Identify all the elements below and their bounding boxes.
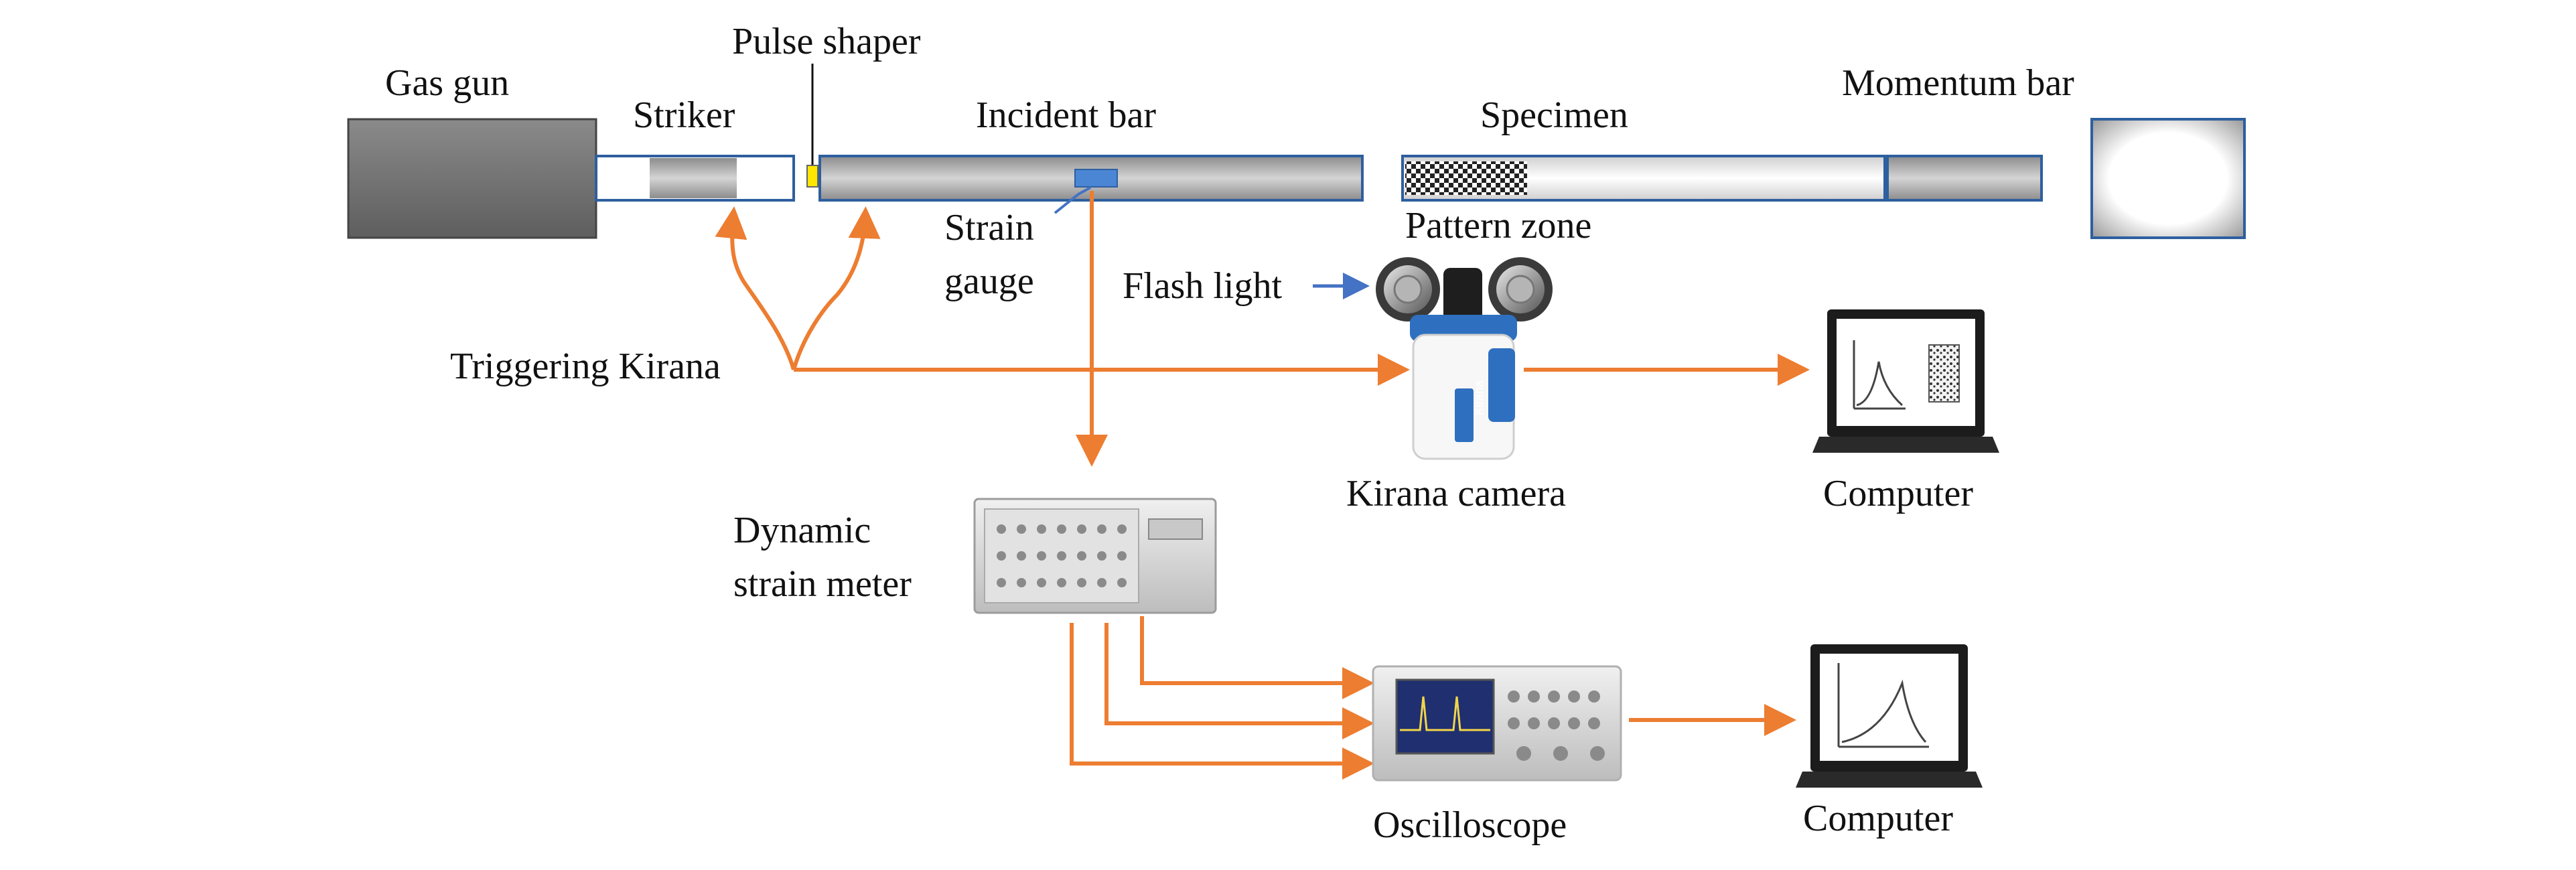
high-speed-camera-icon: Kirana [1410, 268, 1517, 460]
laptop-computer-icon [1812, 309, 1999, 453]
gas-gun-body [347, 118, 597, 239]
strain-meter-device-icon [973, 498, 1217, 614]
oscilloscope-label: Oscilloscope [1373, 804, 1567, 846]
oscilloscope-device-icon [1372, 665, 1622, 782]
momentum-trap-box [2090, 118, 2246, 239]
computer-bottom-label: Computer [1803, 798, 1953, 839]
meter-to-scope-arrow-1 [1140, 616, 1374, 699]
svg-text:Kirana: Kirana [1472, 380, 1486, 415]
flash-lamp-icon [1376, 257, 1440, 321]
trigger-to-incident-arrow [792, 206, 881, 370]
striker-label: Striker [633, 94, 735, 136]
pattern-zone-label: Pattern zone [1405, 205, 1591, 246]
flash-lamp-icon [1488, 257, 1553, 321]
kirana-camera-label: Kirana camera [1346, 473, 1566, 514]
pulse-shaper-block [806, 165, 818, 188]
trigger-to-striker-arrow [715, 206, 796, 370]
strain-gauge-patch [1074, 169, 1118, 188]
striker-assembly [595, 155, 795, 202]
gas-gun-label: Gas gun [385, 62, 509, 104]
specimen-rod [1401, 155, 1886, 202]
specimen-label: Specimen [1480, 94, 1628, 136]
strain-gauge-label-line2: gauge [944, 261, 1034, 302]
meter-to-scope-arrow-2 [1104, 623, 1374, 739]
strain-gauge-label-line1: Strain [944, 207, 1034, 248]
computer-top-label: Computer [1823, 473, 1973, 514]
incident-bar-label: Incident bar [976, 94, 1156, 136]
momentum-bar-rod [1886, 155, 2043, 202]
dynamic-strain-meter-label-line2: strain meter [733, 563, 912, 605]
flash-light-label: Flash light [1123, 265, 1282, 307]
meter-to-scope-arrow-3 [1070, 623, 1374, 780]
momentum-bar-label: Momentum bar [1842, 62, 2074, 104]
triggering-kirana-label: Triggering Kirana [450, 346, 721, 387]
dynamic-strain-meter-label-line1: Dynamic [733, 510, 871, 551]
pulse-shaper-label: Pulse shaper [732, 21, 921, 62]
strain-gauge-leader [1054, 186, 1091, 214]
pattern-zone-speckle [1405, 161, 1527, 195]
laptop-computer-icon [1796, 644, 1983, 788]
